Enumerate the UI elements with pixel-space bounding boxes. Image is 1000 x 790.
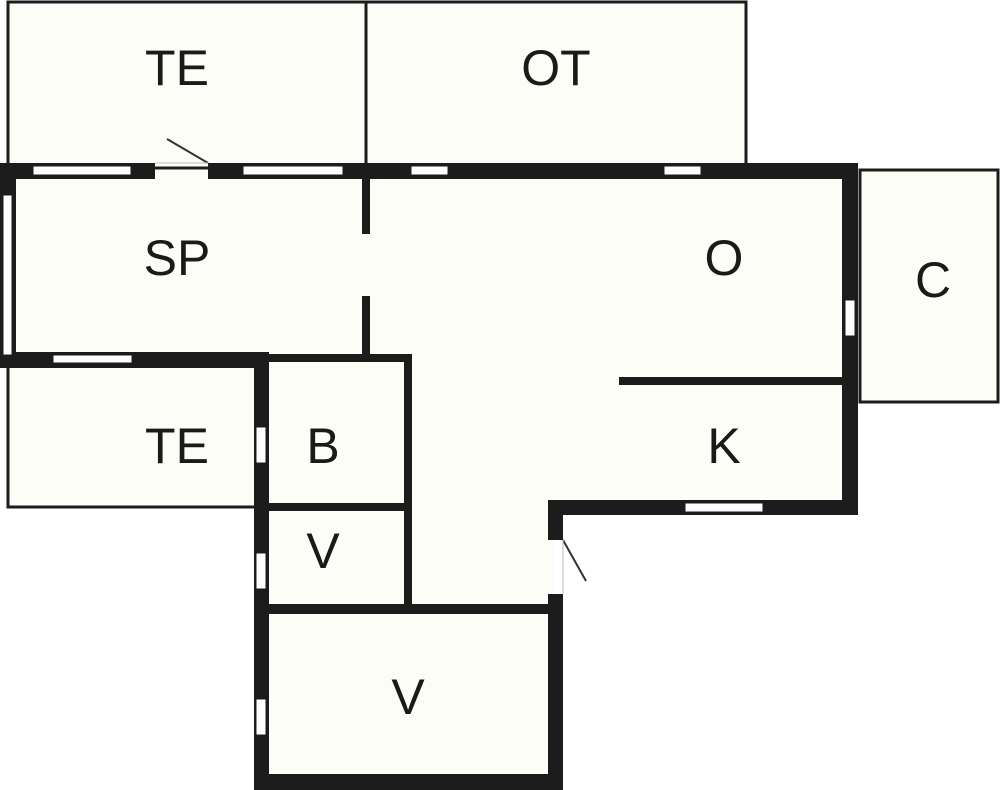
label-bathroom: B — [306, 418, 339, 474]
label-bedroom: SP — [144, 230, 211, 286]
doors — [155, 138, 587, 594]
window-v-left — [255, 552, 267, 590]
window-o-top-1 — [410, 165, 449, 176]
window-sp-top-2 — [242, 165, 344, 176]
window-b-left — [255, 426, 267, 464]
window-o-right — [844, 299, 856, 337]
label-covered-terrace: OT — [521, 40, 590, 96]
label-living-room: O — [705, 230, 744, 286]
door-swing-top — [166, 138, 209, 164]
window-sp-top — [32, 165, 132, 176]
carport-outline — [858, 168, 1000, 404]
room-labels: TE OT SP O C TE B K V V — [144, 40, 951, 725]
floors — [5, 2, 998, 786]
label-storage-large: V — [391, 669, 425, 725]
label-terrace-bottom: TE — [145, 418, 209, 474]
label-storage-small: V — [306, 523, 340, 579]
label-terrace-top: TE — [145, 40, 209, 96]
window-v-large-left — [255, 698, 267, 736]
label-carport: C — [915, 252, 951, 308]
window-k-bottom — [684, 502, 764, 513]
label-kitchen: K — [707, 418, 740, 474]
door-swing-entrance — [562, 539, 587, 582]
windows — [2, 165, 856, 736]
window-o-top-2 — [663, 165, 702, 176]
window-sp-left — [2, 194, 13, 356]
terrace-bottom-outline — [6, 360, 260, 509]
window-sp-bottom — [52, 354, 133, 364]
